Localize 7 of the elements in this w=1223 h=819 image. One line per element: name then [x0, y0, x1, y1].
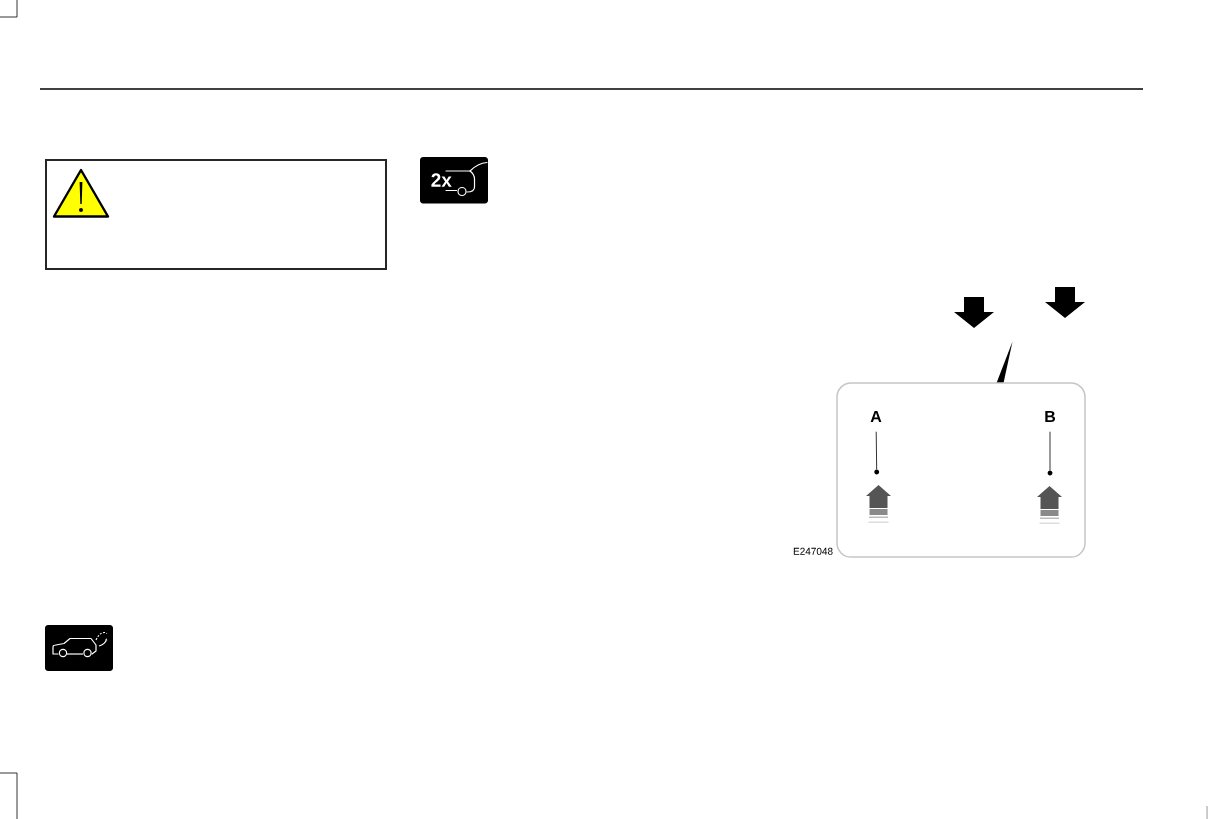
inset-frame [836, 382, 1086, 558]
callout-letter: B [1045, 411, 1056, 422]
icon-label: 2x [431, 173, 452, 187]
callout-letter: A [870, 411, 882, 422]
leader-line [1049, 431, 1051, 471]
figure-code: E247048 [793, 547, 833, 555]
leader-line [875, 431, 878, 470]
